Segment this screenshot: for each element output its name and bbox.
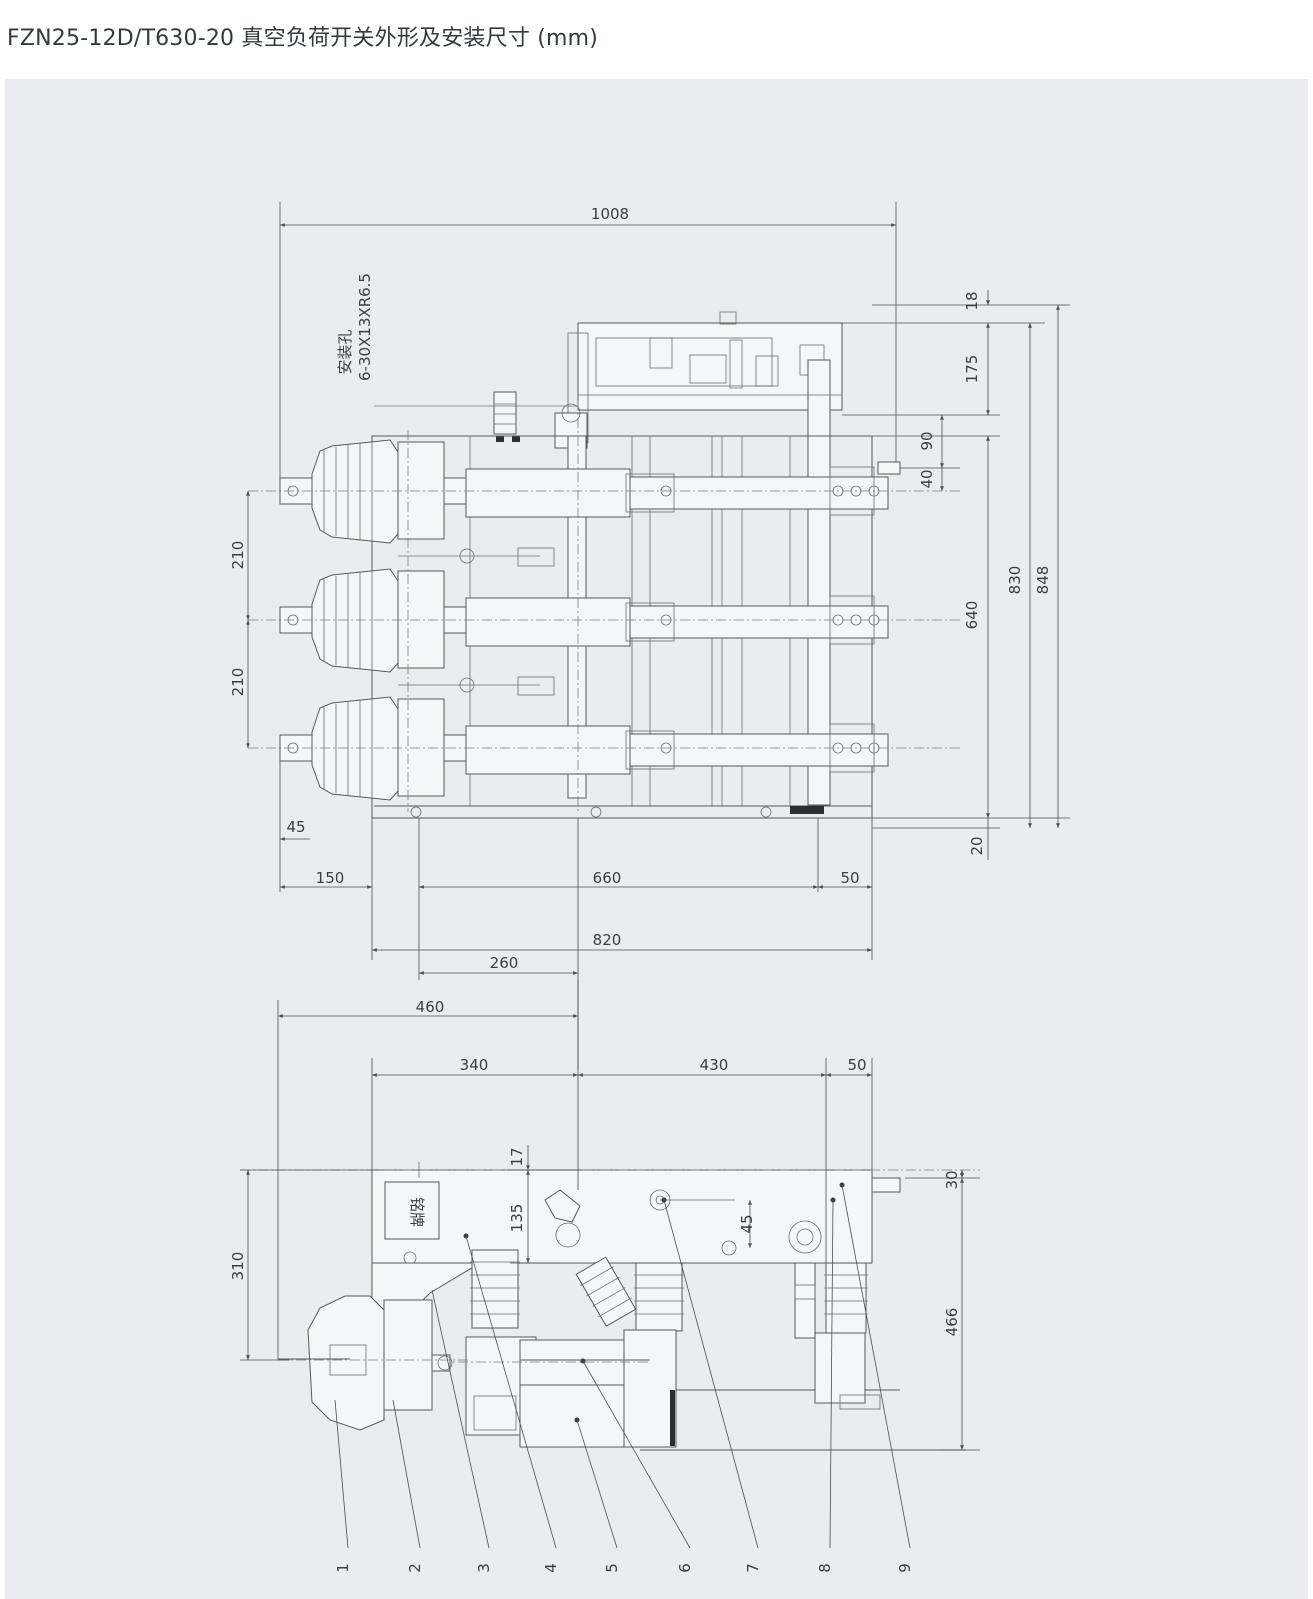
balloon-7: 7 — [744, 1563, 762, 1573]
balloon-4: 4 — [542, 1563, 560, 1573]
top-view: 1008 18 175 90 40 640 830 848 20 210 210… — [229, 202, 1070, 1070]
dim-820: 820 — [593, 931, 622, 949]
phase-row-3 — [279, 696, 889, 801]
nameplate-label: 铭牌 — [408, 1197, 426, 1227]
balloon-6: 6 — [676, 1563, 694, 1573]
dim-side-45: 45 — [738, 1214, 756, 1233]
dim-430: 430 — [700, 1056, 729, 1074]
dim-side-50: 50 — [847, 1056, 866, 1074]
dim-20: 20 — [968, 836, 986, 855]
balloon-9: 9 — [896, 1563, 914, 1573]
balloon-8: 8 — [816, 1563, 834, 1573]
dim-466: 466 — [943, 1308, 961, 1337]
dim-90: 90 — [918, 431, 936, 450]
tilted-insulator — [575, 1256, 637, 1327]
page-title: FZN25-12D/T630-20 真空负荷开关外形及安装尺寸 (mm) — [7, 26, 599, 51]
dim-460: 460 — [416, 998, 445, 1016]
dim-17: 17 — [508, 1147, 526, 1166]
dim-175: 175 — [963, 355, 981, 384]
dim-640: 640 — [963, 601, 981, 630]
dim-210-a: 210 — [229, 541, 247, 570]
phase-row-1 — [279, 439, 901, 567]
dim-260: 260 — [490, 954, 519, 972]
balloon-2: 2 — [406, 1563, 424, 1573]
dim-660: 660 — [593, 869, 622, 887]
mounting-note-spec: 6-30X13XR6.5 — [356, 273, 374, 381]
insulator-right — [824, 1262, 868, 1334]
side-view: 铭牌 — [229, 980, 980, 1573]
balloon-3: 3 — [475, 1563, 493, 1573]
balloon-5: 5 — [603, 1563, 621, 1573]
dim-30: 30 — [943, 1170, 961, 1189]
dim-1008: 1008 — [591, 205, 629, 223]
insulator-left — [470, 1249, 520, 1329]
dim-340: 340 — [460, 1056, 489, 1074]
balloon-1: 1 — [334, 1563, 352, 1573]
dim-848: 848 — [1034, 566, 1052, 595]
mounting-note-label: 安装孔 — [336, 329, 354, 374]
dim-210-b: 210 — [229, 668, 247, 697]
phase-row-2 — [279, 568, 889, 696]
dim-40: 40 — [918, 469, 936, 488]
nameplate — [384, 1181, 440, 1240]
dim-50: 50 — [840, 869, 859, 887]
dim-135: 135 — [508, 1204, 526, 1233]
dim-310: 310 — [229, 1252, 247, 1281]
dim-45: 45 — [286, 818, 305, 836]
dim-830: 830 — [1006, 566, 1024, 595]
dim-150: 150 — [316, 869, 345, 887]
dim-18: 18 — [963, 291, 981, 310]
insulator-mid — [634, 1262, 684, 1332]
